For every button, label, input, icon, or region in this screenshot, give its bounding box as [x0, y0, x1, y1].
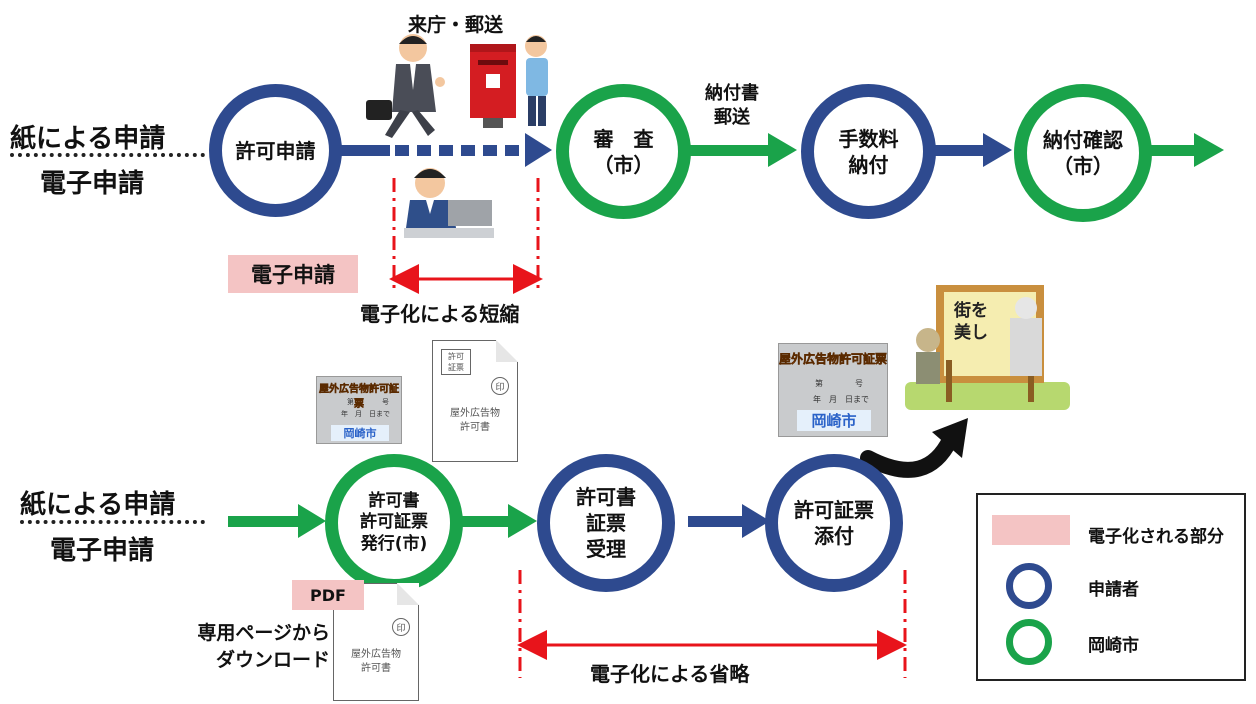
large-cert-title: 屋外広告物許可証票	[779, 352, 888, 367]
signboard-workers-icon	[905, 285, 1070, 410]
arrow-review-to-fee	[690, 133, 797, 167]
stamp-label: 印	[491, 377, 509, 395]
top-divider	[10, 153, 205, 157]
bottom-paper-label: 紙による申請	[20, 490, 176, 520]
permit-box-label: 許可 証票	[441, 349, 471, 376]
top-paper-label: 紙による申請	[10, 124, 166, 154]
legend-blue-circle	[1006, 563, 1052, 609]
electronic-tag: 電子申請	[228, 255, 358, 293]
step-review-circle: 審 査 （市）	[556, 84, 691, 219]
pdf-tag: PDF	[292, 580, 364, 610]
large-certificate-image: 屋外広告物許可証票 第 号 年 月 日まで 岡崎市	[778, 343, 888, 437]
visit-mail-label: 来庁・郵送	[408, 14, 504, 36]
arrow-apply-dashed	[395, 133, 552, 167]
pdf-stamp-label: 印	[392, 618, 410, 636]
legend-applicant-label: 申請者	[1088, 580, 1139, 600]
legend-city-label: 岡崎市	[1088, 636, 1139, 656]
mailbox-icon	[470, 44, 516, 128]
small-cert-city: 岡崎市	[331, 425, 389, 441]
small-cert-no: 第 号	[347, 398, 389, 406]
step-receive-circle: 許可書 証票 受理	[537, 454, 675, 592]
legend-pink-swatch	[992, 515, 1070, 545]
shortening-label: 電子化による短縮	[360, 302, 520, 326]
permit-doc-title: 屋外広告物 許可書	[450, 408, 500, 433]
legend-green-circle	[1006, 619, 1052, 665]
top-electronic-label: 電子申請	[40, 169, 145, 199]
businessman-walking-icon	[366, 34, 445, 138]
step-confirm-circle: 納付確認 （市）	[1014, 84, 1152, 222]
bottom-electronic-label: 電子申請	[50, 536, 155, 566]
legend-electronic-label: 電子化される部分	[1088, 527, 1224, 547]
step-issue-circle: 許可書 許可証票 発行(市)	[325, 454, 463, 592]
legend: 電子化される部分 申請者 岡崎市	[976, 493, 1246, 681]
large-cert-date: 年 月 日まで	[813, 395, 869, 404]
pdf-document-icon: 印 屋外広告物 許可書	[333, 583, 419, 701]
arrow-confirm-out	[1150, 133, 1224, 167]
step-fee-circle: 手数料 納付	[801, 84, 936, 219]
small-cert-date: 年 月 日まで	[341, 410, 390, 418]
arrow-issue-to-receive	[462, 504, 537, 538]
permit-document-icon: 許可 証票 印 屋外広告物 許可書	[432, 340, 518, 462]
large-cert-no: 第 号	[815, 379, 863, 388]
download-label: 専用ページから ダウンロード	[197, 622, 330, 671]
arrow-apply-solid	[335, 145, 390, 156]
small-cert-title: 屋外広告物許可証票	[319, 384, 400, 411]
arrow-fee-to-confirm	[935, 133, 1012, 167]
person-laptop-icon	[404, 168, 494, 238]
bottom-divider	[20, 520, 205, 524]
arrow-into-issue	[228, 504, 326, 538]
large-cert-city: 岡崎市	[797, 410, 871, 431]
omission-label: 電子化による省略	[590, 662, 750, 686]
step-attach-circle: 許可証票 添付	[765, 454, 903, 592]
curved-arrow-icon	[860, 418, 968, 478]
person-posting-icon	[525, 35, 548, 126]
pdf-doc-title: 屋外広告物 許可書	[351, 649, 401, 674]
payment-slip-label: 納付書 郵送	[705, 83, 759, 129]
arrow-receive-to-attach	[688, 504, 770, 538]
sign-text: 街を 美し	[954, 301, 988, 344]
step-apply-circle: 許可申請	[209, 84, 342, 217]
small-certificate-image: 屋外広告物許可証票 第 号 年 月 日まで 岡崎市	[316, 376, 402, 444]
